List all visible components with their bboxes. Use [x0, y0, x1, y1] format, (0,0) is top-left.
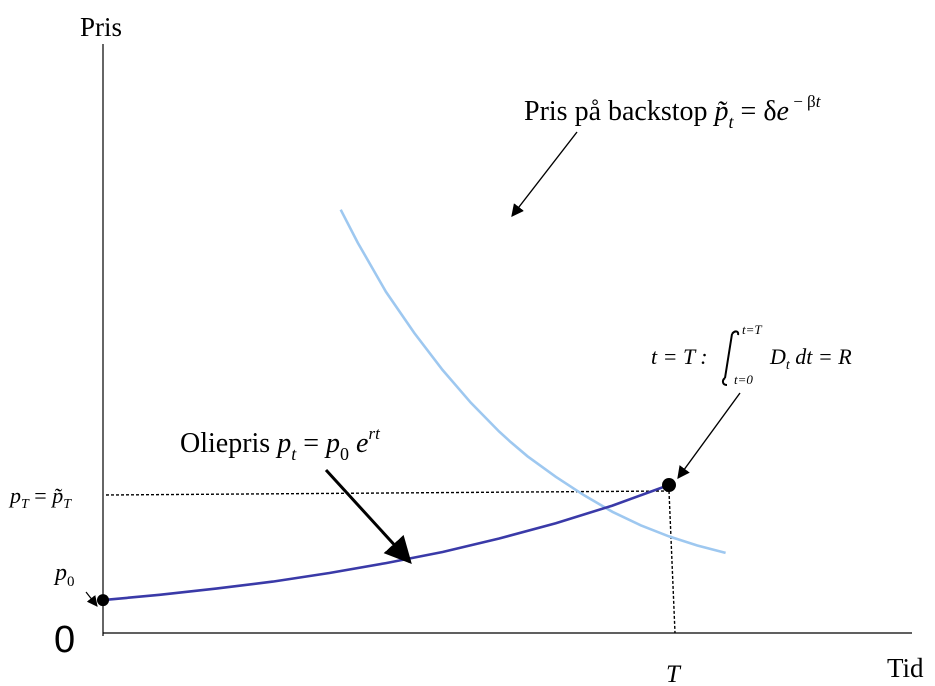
- guide-line-horizontal: [105, 490, 670, 496]
- svg-text:t=T: t=T: [742, 322, 762, 337]
- arrow-backstop: [511, 131, 578, 217]
- y-label-pT: pT = p̃T: [8, 483, 72, 512]
- svg-text:t=0: t=0: [734, 372, 753, 387]
- svg-text:t = T :: t = T :: [651, 344, 708, 369]
- arrow-p0: [85, 591, 98, 607]
- guide-line-vertical: [668, 490, 676, 634]
- svg-text:Dt dt = R: Dt dt = R: [769, 344, 852, 373]
- arrow-oil: [324, 468, 412, 564]
- origin-label: 0: [54, 619, 75, 661]
- series-backstop-line: [339, 209, 726, 555]
- point-T: [662, 478, 676, 493]
- y-axis-label: Pris: [80, 12, 122, 42]
- x-tick-label-T: T: [666, 661, 682, 686]
- label-backstop: Pris på backstop p̃t = δe − βt: [524, 92, 822, 132]
- arrow-T: [677, 392, 741, 480]
- integral-sign: [721, 330, 740, 386]
- series-oil-line: [102, 483, 670, 602]
- x-axis-label: Tid: [887, 653, 924, 683]
- point-p0: [97, 594, 109, 607]
- y-label-p0: p0: [53, 560, 75, 590]
- label-oil: Oliepris pt = p0 ert: [180, 424, 381, 464]
- annotation-T: t = T : t=T t=0 Dt dt = R: [651, 322, 852, 387]
